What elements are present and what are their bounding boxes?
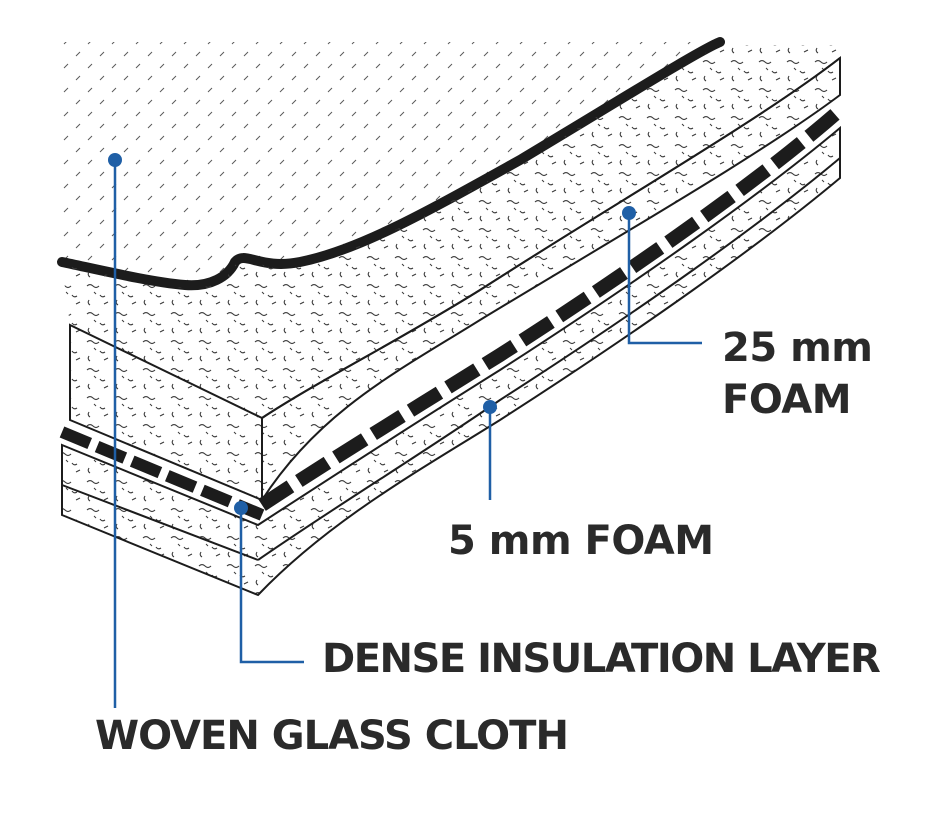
foam-5mm-marker <box>483 400 497 414</box>
foam-25mm-top-surface <box>62 45 840 418</box>
dense-insulation-layer <box>258 104 845 511</box>
label-25mm-foam-line1: 25 mm <box>722 325 873 371</box>
foam-25mm-marker <box>622 206 636 220</box>
label-dense-insulation-layer: DENSE INSULATION LAYER <box>322 636 881 682</box>
label-25mm-foam-line2: FOAM <box>722 377 852 423</box>
foam-5mm-layer <box>61 125 841 597</box>
dense-insulation-layer-left <box>59 426 265 521</box>
foam-5mm-front-line <box>61 484 259 561</box>
woven-glass-cloth-edge <box>57 37 725 291</box>
label-25mm-foam: 25 mm FOAM <box>722 322 873 426</box>
woven-glass-cloth-layer <box>62 42 720 284</box>
woven-glass-cloth-marker <box>108 153 122 167</box>
foam-5mm-inner-line <box>257 157 841 561</box>
label-5mm-foam: 5 mm FOAM <box>448 518 714 564</box>
foam-25mm-leader <box>627 213 702 345</box>
label-woven-glass-cloth: WOVEN GLASS CLOTH <box>95 713 569 759</box>
foam-25mm-edge-line <box>261 57 841 419</box>
dense-insulation-leader <box>239 508 304 664</box>
dense-insulation-marker <box>234 501 248 515</box>
